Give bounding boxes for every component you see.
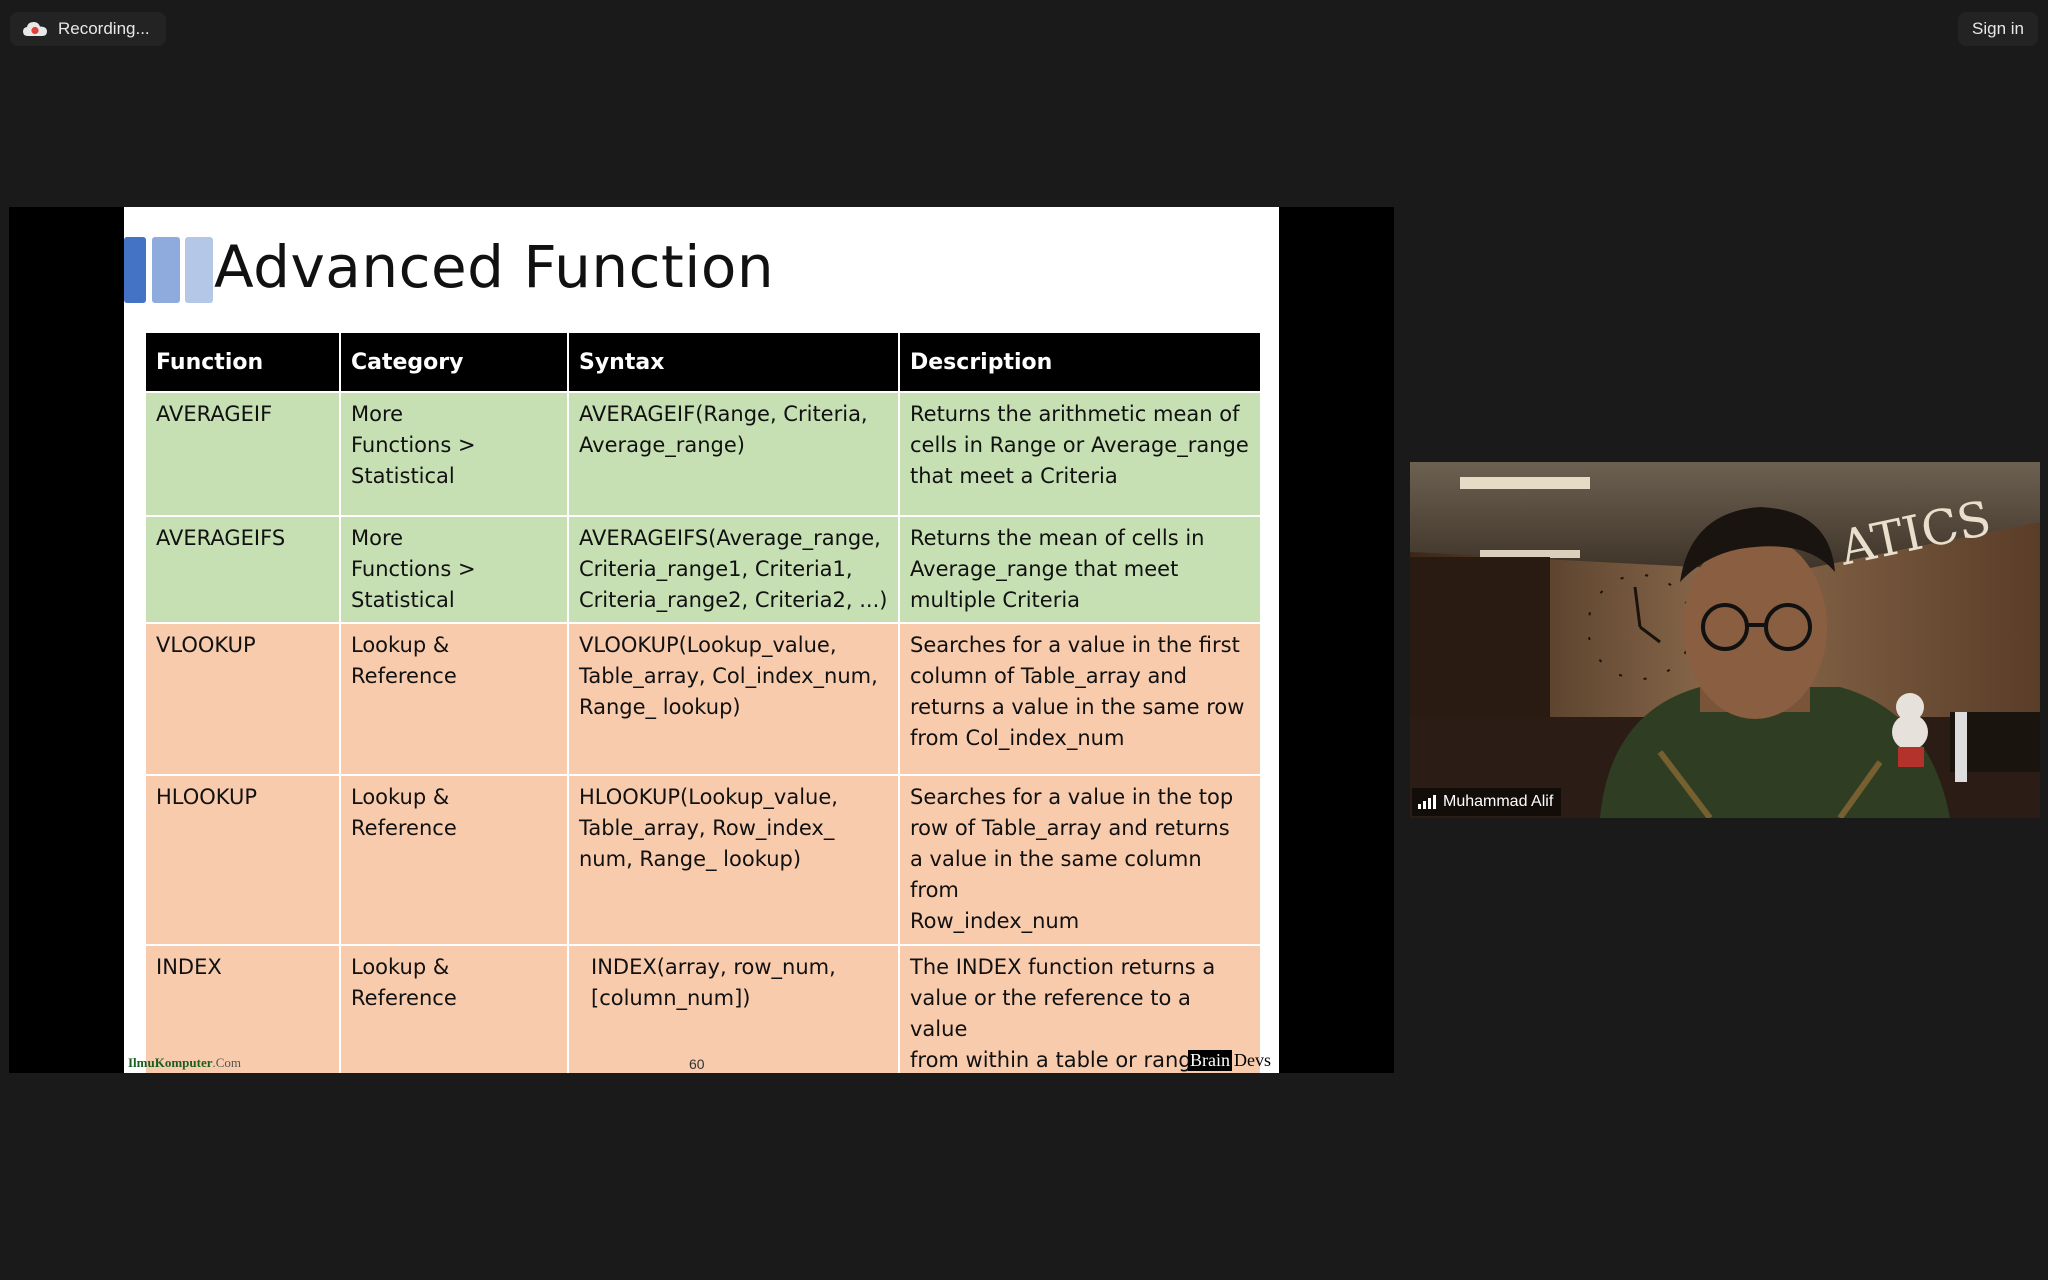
footer-brand-left: IlmuKomputer.Com [128,1055,241,1071]
cell-syntax: AVERAGEIFS(Average_range,Criteria_range1… [567,515,900,624]
cell-function: VLOOKUP [144,622,341,776]
cell-function: HLOOKUP [144,774,341,946]
title-decoration [124,237,214,303]
participant-video-tile[interactable]: ATICS Muhammad Alif [1410,462,2040,818]
participant-name-tag: Muhammad Alif [1412,788,1562,816]
title-bar-1 [124,237,146,303]
participant-figure [1600,507,1950,818]
footer-brand-right-part1: Brain [1188,1050,1232,1071]
table-row: INDEX Lookup &Reference INDEX(array, row… [144,944,1262,1073]
footer-brand-suffix: .Com [212,1055,242,1070]
title-bar-3 [185,237,213,303]
header-category: Category [339,331,569,393]
cloud-record-icon [23,22,47,36]
header-syntax: Syntax [567,331,900,393]
recording-indicator[interactable]: Recording... [10,12,166,46]
recording-label: Recording... [58,19,150,38]
header-description: Description [898,331,1262,393]
slide-title: Advanced Function [214,233,775,301]
table-row: VLOOKUP Lookup &Reference VLOOKUP(Lookup… [144,622,1262,776]
footer-brand-right-part2: Devs [1234,1050,1271,1070]
sign-in-button[interactable]: Sign in [1958,12,2038,46]
function-table: Function Category Syntax Description AVE… [144,331,1262,1073]
table-header-row: Function Category Syntax Description [144,331,1262,393]
footer-brand-name: IlmuKomputer [128,1055,213,1070]
cell-category: Lookup &Reference [339,944,569,1073]
presentation-slide: Advanced Function Function Category Synt… [124,207,1279,1073]
connection-signal-icon [1418,795,1436,809]
shelf-items [1892,693,2040,782]
cell-syntax: VLOOKUP(Lookup_value,Table_array, Col_in… [567,622,900,776]
cell-syntax: AVERAGEIF(Range, Criteria,Average_range) [567,391,900,517]
table-row: HLOOKUP Lookup &Reference HLOOKUP(Lookup… [144,774,1262,946]
slide-page-number: 60 [689,1056,705,1072]
cell-category: Lookup &Reference [339,774,569,946]
cell-category: Lookup &Reference [339,622,569,776]
title-bar-2 [152,237,180,303]
cell-syntax: INDEX(array, row_num,[column_num]) [567,944,900,1073]
header-function: Function [144,331,341,393]
shared-screen: Advanced Function Function Category Synt… [9,207,1394,1073]
cell-function: AVERAGEIFS [144,515,341,624]
cell-function: INDEX [144,944,341,1073]
participant-name: Muhammad Alif [1443,793,1554,810]
cell-syntax: HLOOKUP(Lookup_value,Table_array, Row_in… [567,774,900,946]
cell-function: AVERAGEIF [144,391,341,517]
participant-video-frame: ATICS [1410,462,2040,818]
